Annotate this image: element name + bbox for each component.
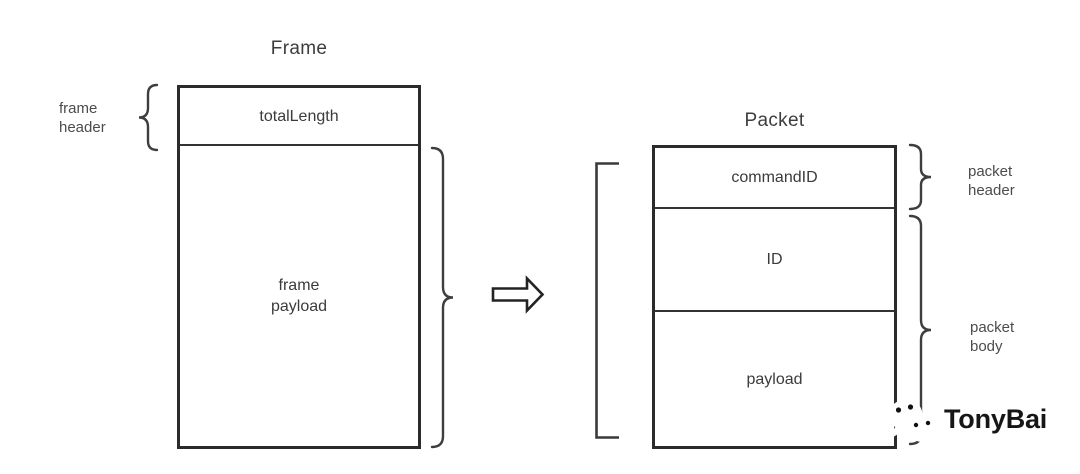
packet-header-brace-right-icon bbox=[908, 143, 932, 211]
packet-header-label: packet header bbox=[968, 163, 1015, 199]
packet-box: commandID ID payload bbox=[652, 145, 897, 449]
frame-header-brace-left-icon bbox=[138, 83, 159, 152]
packet-title: Packet bbox=[744, 110, 805, 131]
packet-field-commandid-label: commandID bbox=[731, 169, 818, 186]
frame-field-totallength: totalLength bbox=[180, 88, 418, 146]
frame-title: Frame bbox=[270, 38, 328, 59]
packet-field-commandid: commandID bbox=[655, 148, 894, 209]
packet-bracket-left-icon bbox=[595, 162, 619, 439]
frame-field-payload-label: frame payload bbox=[270, 277, 328, 315]
packet-field-payload: payload bbox=[655, 312, 894, 446]
frame-field-totallength-label: totalLength bbox=[259, 107, 339, 125]
frame-field-payload: frame payload bbox=[180, 146, 418, 446]
packet-field-id: ID bbox=[655, 209, 894, 312]
packet-field-id-label: ID bbox=[766, 251, 783, 268]
packet-field-payload-label: payload bbox=[746, 370, 803, 388]
signature-name: TonyBai bbox=[944, 404, 1048, 434]
frame-header-label: frame header bbox=[59, 100, 106, 136]
packet-body-label: packet body bbox=[970, 319, 1015, 355]
wechat-icon bbox=[889, 399, 937, 448]
frame-payload-brace-right-icon bbox=[430, 146, 454, 449]
frame-box: totalLength frame payload bbox=[177, 85, 421, 449]
right-arrow-icon bbox=[491, 275, 545, 314]
